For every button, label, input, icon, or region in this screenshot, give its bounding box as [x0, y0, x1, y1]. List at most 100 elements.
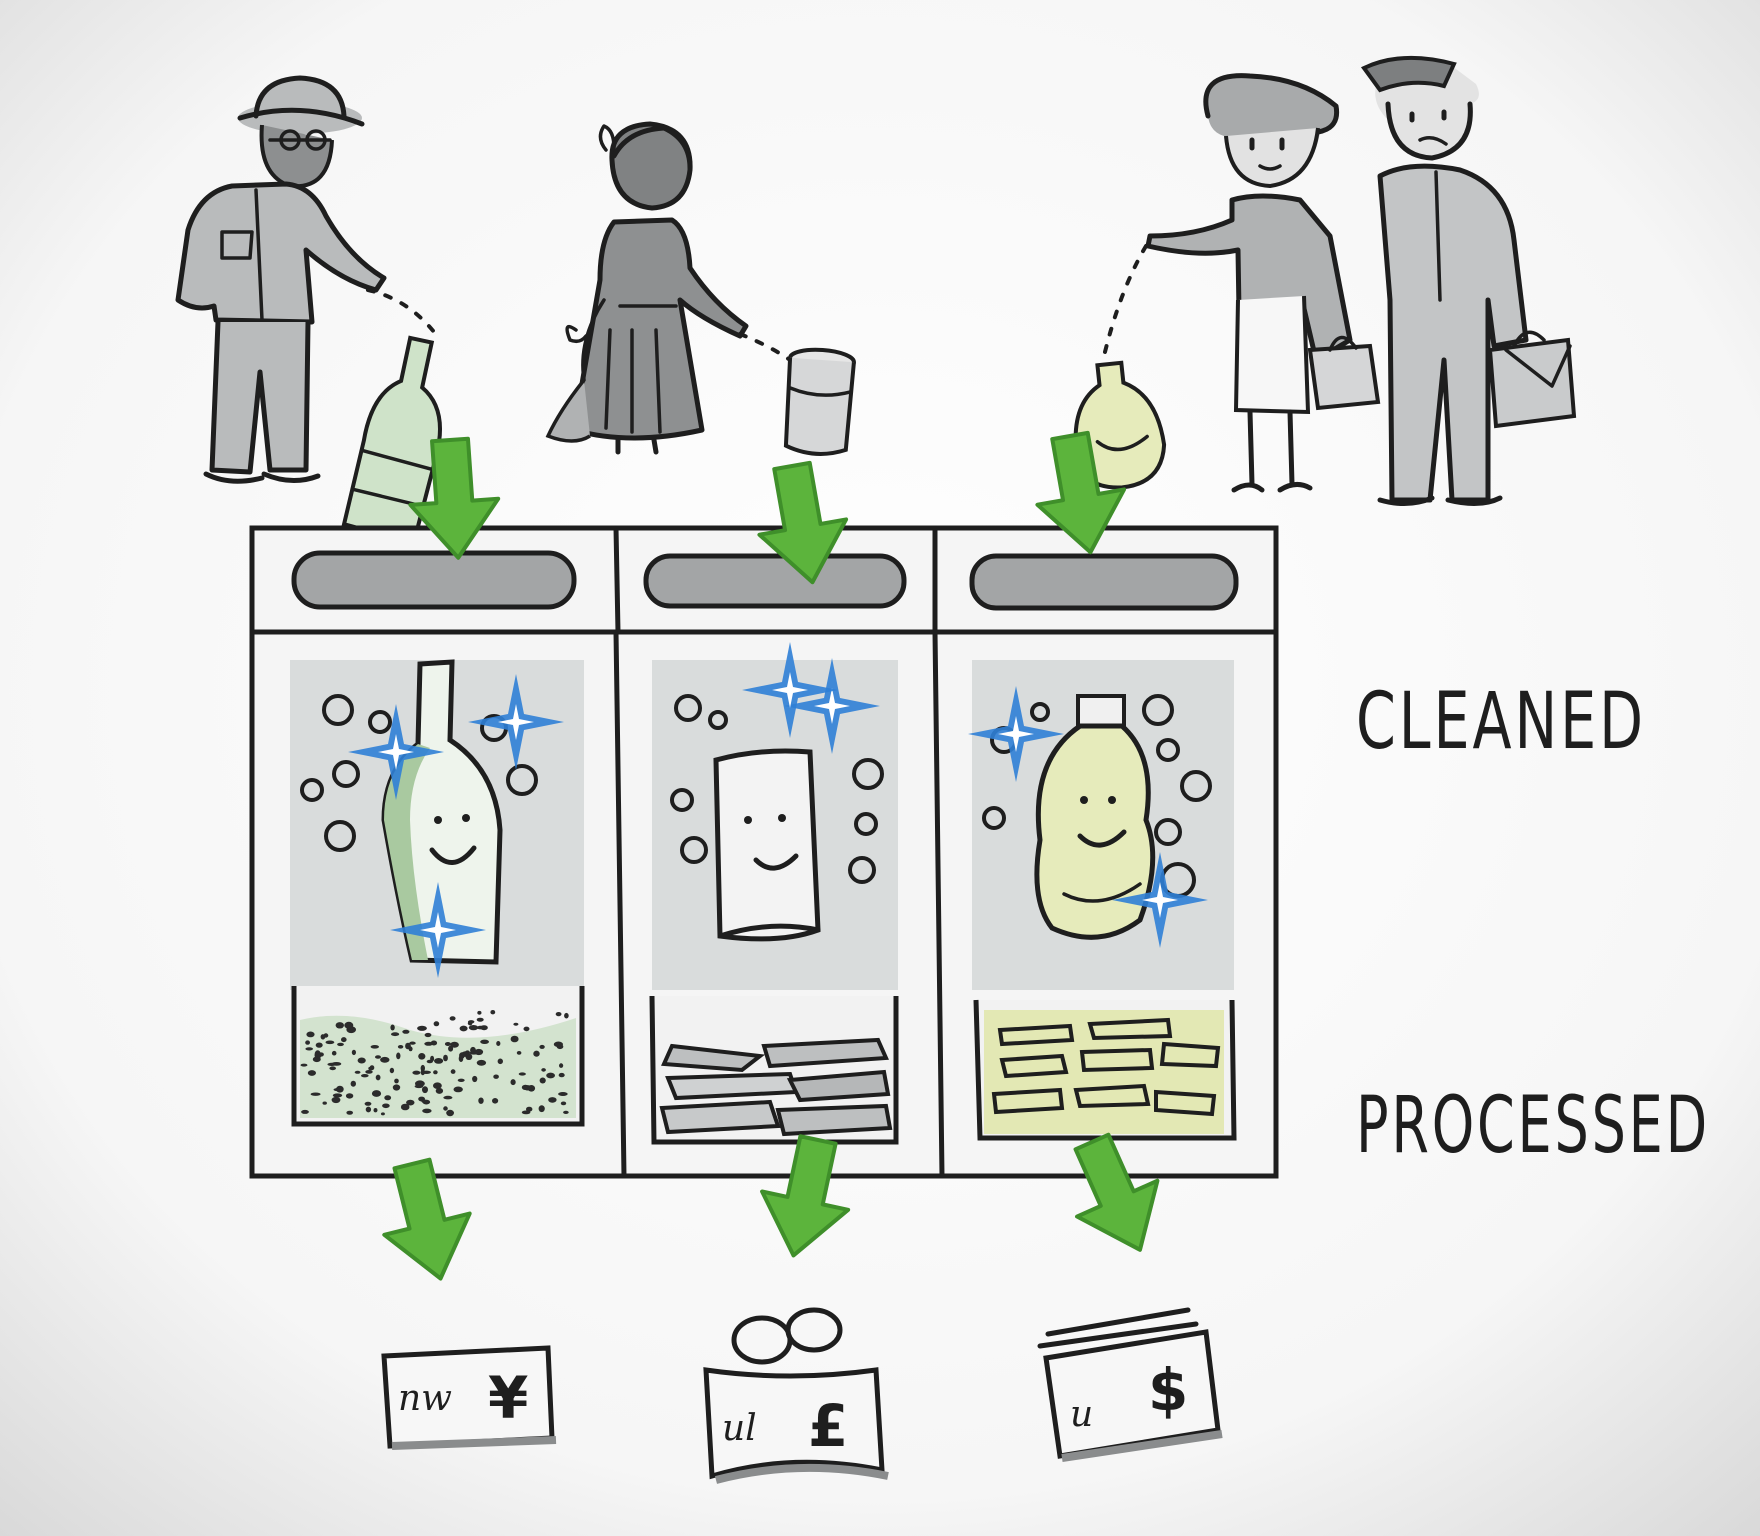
glass-crumb: [424, 1041, 433, 1046]
man-with-bag-icon: [1360, 55, 1577, 506]
glass-crumb: [327, 1062, 337, 1066]
glass-crumb: [458, 1055, 464, 1062]
glass-crumb: [541, 1068, 546, 1072]
glass-crumb: [492, 1098, 499, 1104]
dollar-symbol: $: [1148, 1356, 1188, 1424]
glass-crumb: [553, 1041, 564, 1048]
glass-crumb: [523, 1085, 532, 1091]
plastic-bottle-icon: [1073, 360, 1167, 490]
glass-crumb: [493, 1074, 499, 1079]
glass-crumb: [365, 1106, 372, 1113]
glass-crumb: [382, 1103, 390, 1109]
glass-crumb: [478, 1097, 484, 1104]
glass-crumb: [476, 1059, 487, 1066]
glass-crumb: [373, 1108, 378, 1113]
glass-crumb: [468, 1025, 479, 1031]
glass-crumb: [394, 1078, 399, 1084]
girl-icon: [545, 121, 749, 455]
glass-crumb: [422, 1108, 432, 1114]
slot-plastic: [969, 553, 1239, 611]
glass-crumb: [450, 1041, 459, 1048]
glass-crumb: [533, 1050, 540, 1057]
glass-crumb: [380, 1056, 390, 1063]
glass-crumb: [305, 1040, 310, 1045]
glass-crumb: [453, 1086, 463, 1093]
glass-crumb: [314, 1050, 321, 1058]
glass-crumb: [467, 1021, 473, 1026]
glass-crumb: [397, 1045, 404, 1049]
glass-crumb: [496, 1041, 501, 1046]
glass-crumb: [546, 1072, 555, 1079]
tin-can-icon: [783, 347, 856, 456]
glass-crumb: [331, 1096, 341, 1104]
cleaned-label: CLEANED: [1356, 677, 1646, 767]
glass-crumb: [424, 1032, 432, 1038]
glass-crumb: [422, 1086, 428, 1094]
glass-crumb: [420, 1069, 425, 1076]
glass-crumb: [400, 1103, 410, 1111]
glass-crumb: [443, 1095, 453, 1100]
glass-crumb: [392, 1084, 401, 1091]
glass-crumb: [518, 1072, 526, 1076]
glass-crumb: [548, 1097, 557, 1103]
glass-crumb: [555, 1012, 562, 1017]
glass-crumb: [490, 1010, 496, 1015]
glass-crumb: [315, 1042, 323, 1048]
glass-crumb: [418, 1053, 426, 1060]
glass-crumb: [449, 1016, 456, 1021]
glass-crumb: [341, 1037, 347, 1043]
glass-crumb: [450, 1069, 456, 1074]
glass-crumb: [559, 1063, 564, 1068]
svg-text:ul: ul: [722, 1408, 757, 1449]
glass-crumb: [435, 1087, 444, 1094]
glass-crumb: [331, 1050, 337, 1056]
glass-crumb: [365, 1070, 373, 1074]
glass-crumb: [325, 1040, 335, 1045]
glass-crumb: [390, 1024, 395, 1031]
glass-crumb: [332, 1093, 343, 1098]
woman-icon: [1145, 73, 1381, 493]
glass-crumb: [469, 1051, 479, 1055]
svg-text:u: u: [1070, 1394, 1093, 1435]
glass-crumb: [361, 1074, 369, 1078]
glass-crumb: [476, 1025, 485, 1030]
glass-crumb: [414, 1084, 424, 1089]
glass-crumb: [476, 1017, 484, 1022]
glass-crumb: [345, 1093, 354, 1099]
glass-crumb: [510, 1035, 519, 1043]
glass-crumb: [337, 1042, 344, 1047]
glass-crumb: [320, 1034, 326, 1040]
glass-crumb: [433, 1082, 442, 1089]
glass-crumb: [434, 1058, 444, 1064]
glass-crumb: [375, 1055, 381, 1059]
glass-crumb: [564, 1012, 569, 1019]
clean-tin-can-icon: [713, 748, 821, 942]
glass-crumb: [305, 1047, 314, 1051]
glass-crumb: [310, 1092, 321, 1096]
glass-crumb: [417, 1025, 427, 1031]
glass-crumb: [443, 1054, 448, 1062]
glass-crumb: [472, 1075, 478, 1083]
glass-crumb: [510, 1079, 516, 1086]
flattened-cans: [659, 1037, 893, 1137]
glass-crumb: [443, 1106, 448, 1111]
glass-crumb: [480, 1039, 489, 1045]
pound-symbol: £: [808, 1392, 848, 1460]
glass-crumb: [329, 1066, 337, 1071]
glass-crumb: [346, 1110, 354, 1115]
glass-crumb: [384, 1095, 392, 1101]
glass-crumb: [539, 1044, 545, 1049]
glass-crumb: [465, 1050, 470, 1054]
glass-crumb: [412, 1070, 421, 1075]
glass-crumb: [351, 1049, 356, 1056]
glass-crumb: [354, 1070, 361, 1074]
glass-crumb: [336, 1085, 344, 1093]
glass-crumb: [389, 1067, 395, 1074]
glass-crumb: [457, 1078, 465, 1083]
glass-crumb: [344, 1021, 354, 1029]
glass-crumb: [380, 1112, 385, 1116]
plastic-flakes: [984, 1010, 1224, 1134]
slot-glass: [291, 550, 577, 610]
glass-crumb: [465, 1053, 473, 1061]
